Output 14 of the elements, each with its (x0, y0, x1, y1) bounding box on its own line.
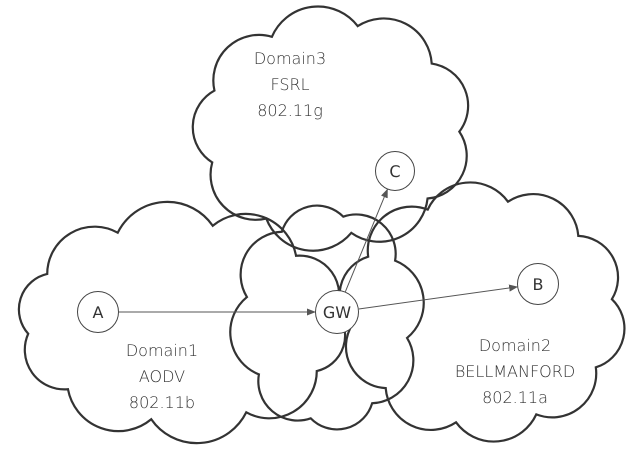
domain-label: Domain3 FSRL 802.11g (252, 48, 328, 122)
node-label: C (389, 162, 401, 180)
node-circle (77, 291, 119, 333)
arrow (344, 188, 388, 292)
node-circle (375, 151, 415, 191)
node-label: B (532, 274, 544, 294)
domain-label: Domain1 AODV 802.11b (124, 340, 200, 414)
arrow (118, 308, 316, 316)
node-label: GW (322, 302, 352, 322)
node-circle (315, 290, 359, 334)
node-circle (517, 263, 559, 305)
domain-label: Domain2 BELLMANFORD 802.11a (454, 335, 576, 409)
node-label: A (92, 302, 104, 322)
arrow (358, 284, 518, 310)
